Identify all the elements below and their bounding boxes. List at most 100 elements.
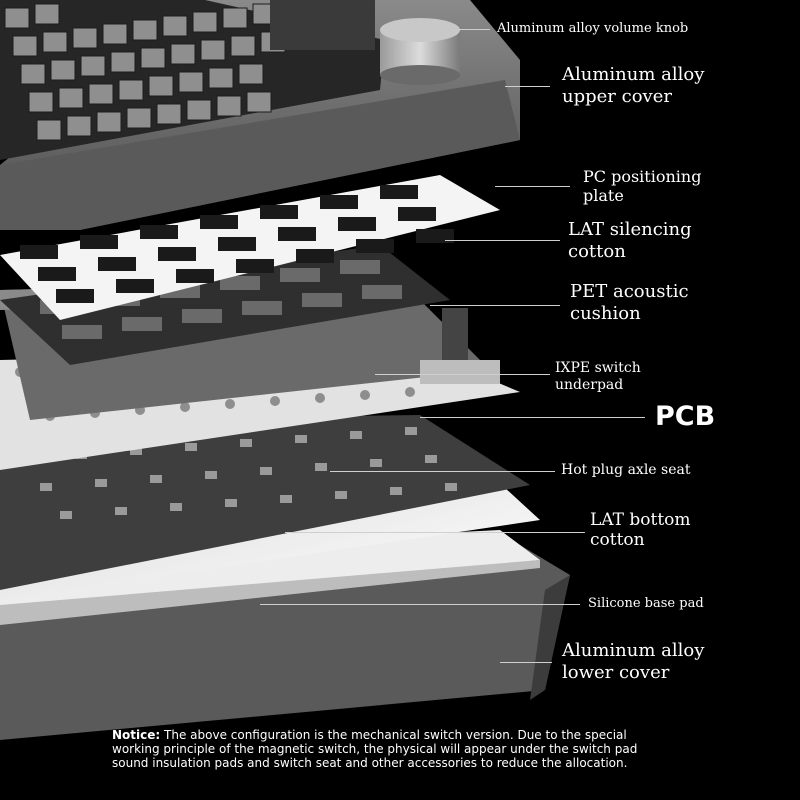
- label-upper-cover-line2: upper cover: [562, 85, 672, 107]
- label-lat-silencing-line1: LAT silencing: [568, 219, 692, 240]
- keycap: [230, 35, 256, 57]
- hot-plug-socket: [315, 463, 327, 471]
- hot-plug-socket: [295, 435, 307, 443]
- label-lower-cover-line1: Aluminum alloy: [562, 640, 705, 661]
- hot-plug-socket: [150, 475, 162, 483]
- plate-hole: [320, 195, 358, 209]
- keycap: [140, 47, 166, 69]
- hot-plug-socket: [405, 427, 417, 435]
- cotton-hole: [182, 309, 222, 323]
- switch-hole: [225, 399, 235, 409]
- keycap: [222, 7, 248, 29]
- leader-lat-silencing: [445, 240, 560, 241]
- keycap: [102, 23, 128, 45]
- plate-hole: [116, 279, 154, 293]
- label-pc-plate-line1: PC positioning: [583, 167, 702, 186]
- plate-hole: [20, 245, 58, 259]
- label-pc-plate-line2: plate: [583, 186, 624, 206]
- label-lower-cover: Aluminum alloy lower cover: [562, 640, 704, 683]
- keycap: [170, 43, 196, 65]
- leader-ixpe: [375, 374, 550, 375]
- label-silicone: Silicone base pad: [588, 596, 704, 611]
- plate-hole: [278, 227, 316, 241]
- plate-hole: [98, 257, 136, 271]
- encoder-stem: [420, 308, 500, 384]
- switch-hole: [270, 396, 280, 406]
- label-lat-silencing-line2: cotton: [568, 240, 626, 262]
- volume-knob: [380, 18, 460, 85]
- keycap: [110, 51, 136, 73]
- plate-hole: [218, 237, 256, 251]
- label-ixpe-line1: IXPE switch: [555, 360, 641, 376]
- hot-plug-socket: [390, 487, 402, 495]
- keycap: [148, 75, 174, 97]
- plate-hole: [398, 207, 436, 221]
- plate-hole: [338, 217, 376, 231]
- keycap: [96, 111, 122, 133]
- switch-hole: [180, 402, 190, 412]
- keycap: [80, 55, 106, 77]
- label-upper-cover-line1: Aluminum alloy: [562, 64, 705, 85]
- hot-plug-socket: [225, 499, 237, 507]
- keycap: [208, 67, 234, 89]
- plate-hole: [56, 289, 94, 303]
- plate-hole: [158, 247, 196, 261]
- keycap: [66, 115, 92, 137]
- plate-hole: [200, 215, 238, 229]
- keycap: [132, 19, 158, 41]
- plate-hole: [296, 249, 334, 263]
- keycap: [162, 15, 188, 37]
- notice-body: The above configuration is the mechanica…: [112, 728, 638, 770]
- keycap: [72, 27, 98, 49]
- hot-plug-socket: [350, 431, 362, 439]
- keycap: [216, 95, 242, 117]
- leader-volume-knob: [458, 29, 490, 30]
- label-ixpe-line2: underpad: [555, 376, 624, 393]
- notice-heading: Notice:: [112, 728, 161, 742]
- label-lower-cover-line2: lower cover: [562, 661, 670, 683]
- pcb-layer: [0, 415, 530, 590]
- label-ixpe: IXPE switch underpad: [555, 360, 641, 394]
- keycap: [28, 91, 54, 113]
- cotton-hole: [220, 276, 260, 290]
- plate-hole: [416, 229, 454, 243]
- hot-plug-socket: [370, 459, 382, 467]
- plate-hole: [80, 235, 118, 249]
- hot-plug-socket: [40, 483, 52, 491]
- pc-positioning-plate-layer: [0, 175, 500, 320]
- label-lat-silencing: LAT silencing cotton: [568, 219, 692, 262]
- hot-plug-socket: [445, 483, 457, 491]
- label-pcb: PCB: [655, 401, 716, 432]
- leader-silicone: [260, 604, 580, 605]
- plate-hole: [236, 259, 274, 273]
- keycap: [192, 11, 218, 33]
- keycap: [36, 119, 62, 141]
- hot-plug-socket: [185, 443, 197, 451]
- cotton-hole: [242, 301, 282, 315]
- keycap: [246, 91, 272, 113]
- keycap: [88, 83, 114, 105]
- keycap: [156, 103, 182, 125]
- leader-pet-cushion: [430, 305, 560, 306]
- hot-plug-socket: [240, 439, 252, 447]
- keycap: [12, 35, 38, 57]
- label-lat-bottom-line2: cotton: [590, 530, 645, 551]
- keycap: [126, 107, 152, 129]
- keycap: [50, 59, 76, 81]
- hot-plug-socket: [280, 495, 292, 503]
- leader-lower-cover: [500, 662, 552, 663]
- keycap: [238, 63, 264, 85]
- leader-pcb: [420, 417, 645, 418]
- hot-plug-socket: [60, 511, 72, 519]
- plate-hole: [380, 185, 418, 199]
- hot-plug-socket: [260, 467, 272, 475]
- label-volume-knob: Aluminum alloy volume knob: [497, 21, 689, 36]
- leader-lat-bottom: [285, 532, 585, 533]
- switch-hole: [405, 387, 415, 397]
- keycap: [4, 7, 30, 29]
- leader-upper-cover: [505, 86, 550, 87]
- notice-text: Notice: The above configuration is the m…: [112, 728, 672, 770]
- plate-hole: [38, 267, 76, 281]
